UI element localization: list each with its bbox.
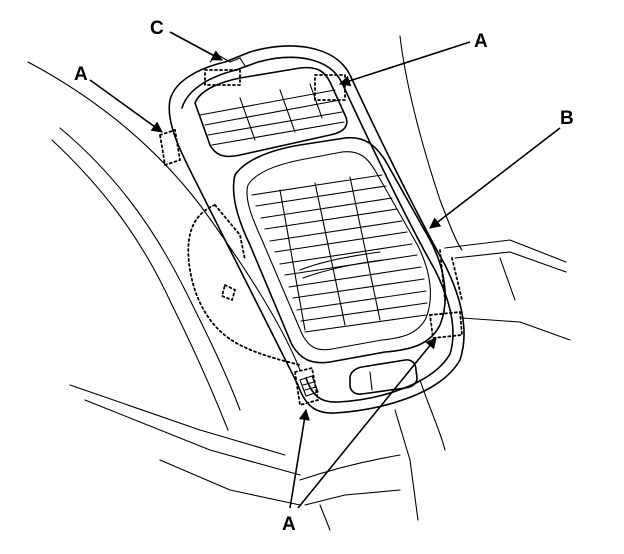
main-vent-grille [232, 136, 446, 364]
lower-slot [349, 359, 418, 395]
leader-a-left [89, 79, 163, 133]
callout-a-left: A [74, 64, 88, 85]
callout-a-bottom: A [282, 514, 296, 535]
callout-labels: C A A B A [74, 18, 574, 535]
leader-lines [89, 31, 561, 509]
leader-a-top-right [338, 41, 471, 87]
callout-a-top-right: A [474, 31, 488, 52]
leader-a-bottom-2 [297, 337, 437, 509]
lower-left-tab [299, 375, 319, 397]
leader-b [429, 127, 561, 229]
dashboard-background [27, 35, 571, 531]
leader-a-bottom-1 [289, 408, 310, 509]
upper-louver-panel [194, 66, 348, 158]
callout-b: B [560, 108, 574, 129]
leader-c [169, 31, 223, 61]
callout-c: C [150, 18, 164, 39]
